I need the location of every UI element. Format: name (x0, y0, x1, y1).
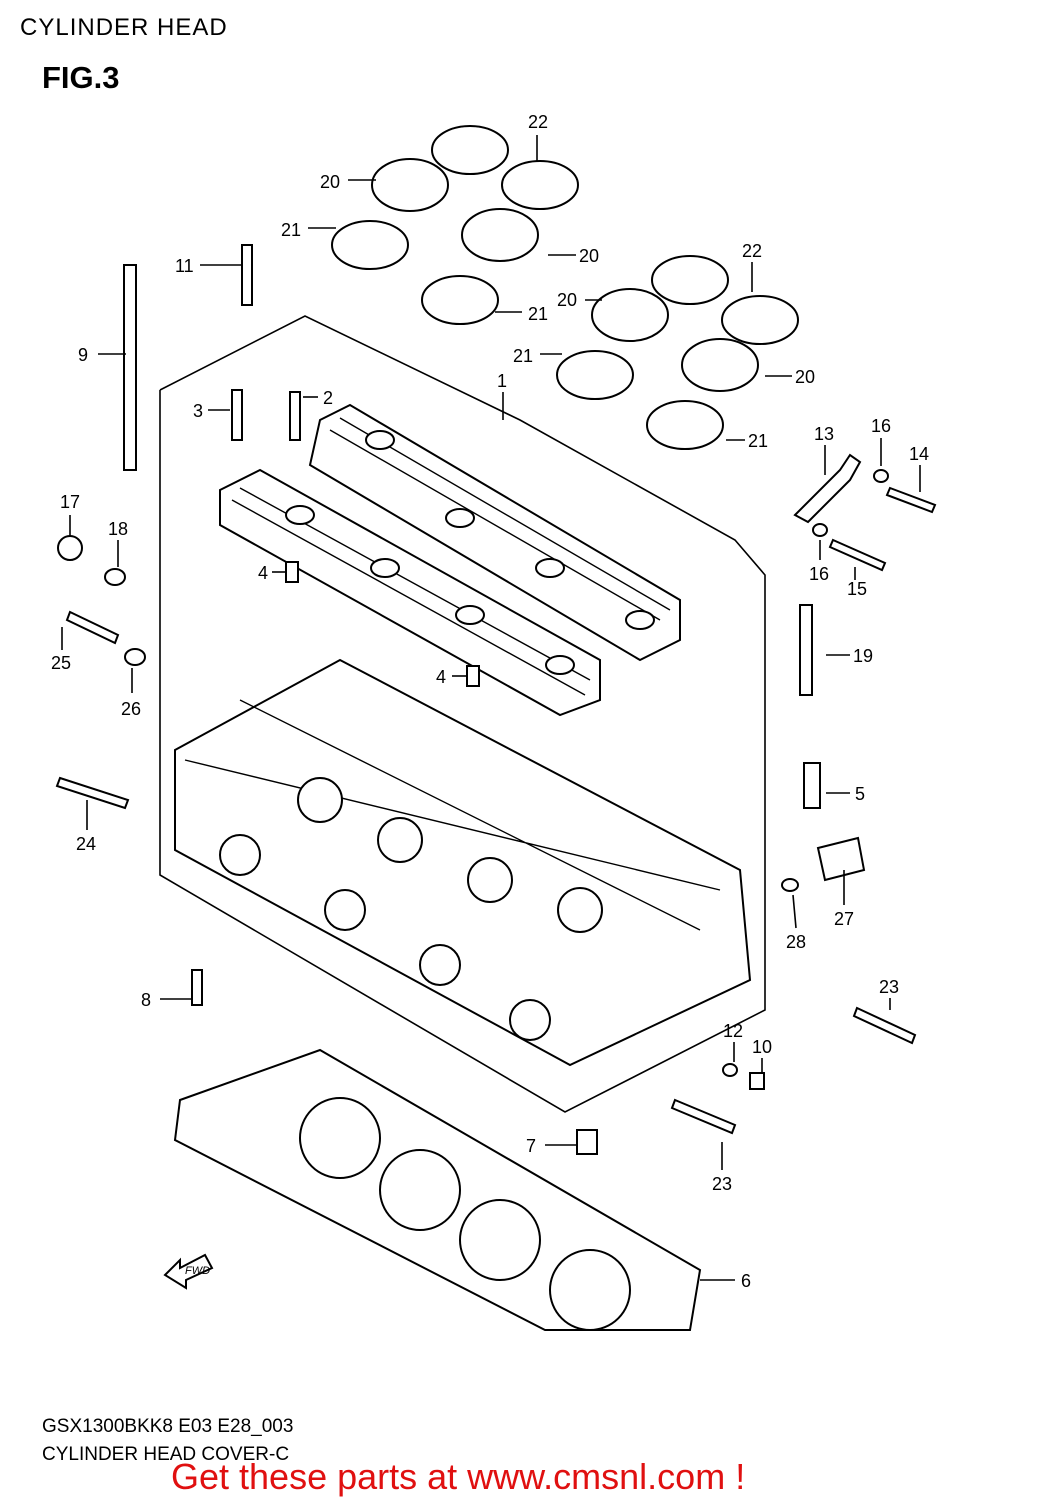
callout-15: 15 (847, 579, 867, 599)
callout-3: 3 (193, 401, 203, 421)
callouts: 22 20 21 20 21 11 22 20 21 20 21 9 1 3 2… (51, 112, 929, 1291)
assembly-outline (159, 315, 766, 1113)
callout-21: 21 (748, 431, 768, 451)
model-code: GSX1300BKK8 E03 E28_003 (42, 1416, 294, 1437)
callout-14: 14 (909, 444, 929, 464)
callout-16: 16 (809, 564, 829, 584)
callout-27: 27 (834, 909, 854, 929)
callout-12: 12 (723, 1021, 743, 1041)
callout-23: 23 (712, 1174, 732, 1194)
callout-18: 18 (108, 519, 128, 539)
callout-22: 22 (742, 241, 762, 261)
callout-20: 20 (795, 367, 815, 387)
callout-19: 19 (853, 646, 873, 666)
cylinder-head (174, 658, 752, 1067)
callout-20: 20 (557, 290, 577, 310)
callout-13: 13 (814, 424, 834, 444)
callout-23: 23 (879, 977, 899, 997)
callout-4: 4 (436, 667, 446, 687)
callout-7: 7 (526, 1136, 536, 1156)
callout-1: 1 (497, 371, 507, 391)
reference-name: CYLINDER HEAD COVER-C (42, 1444, 290, 1465)
callout-20: 20 (320, 172, 340, 192)
callout-24: 24 (76, 834, 96, 854)
callout-28: 28 (786, 932, 806, 952)
callout-11: 11 (175, 256, 194, 276)
figure-label: FIG.3 (42, 60, 120, 95)
callout-5: 5 (855, 784, 865, 804)
callout-21: 21 (281, 220, 301, 240)
callout-25: 25 (51, 653, 71, 673)
fwd-arrow-icon: FWD (163, 1253, 214, 1290)
callout-4: 4 (258, 563, 268, 583)
callout-17: 17 (60, 492, 80, 512)
callout-9: 9 (78, 345, 88, 365)
callout-2: 2 (323, 388, 333, 408)
promo-banner-link[interactable]: Get these parts at www.cmsnl.com ! (171, 1456, 746, 1497)
callout-16: 16 (871, 416, 891, 436)
fwd-label: FWD (185, 1265, 210, 1277)
callout-22: 22 (528, 112, 548, 132)
cylinder-head-gasket (173, 1048, 702, 1331)
callout-6: 6 (741, 1271, 751, 1291)
page-title: CYLINDER HEAD (20, 14, 228, 41)
small-parts (57, 453, 889, 1155)
callout-10: 10 (752, 1037, 772, 1057)
callout-21: 21 (513, 346, 533, 366)
callout-8: 8 (141, 990, 151, 1010)
callout-21: 21 (528, 304, 548, 324)
bolts (55, 244, 937, 1135)
callout-20: 20 (579, 246, 599, 266)
cylinder-head-cover (219, 403, 681, 717)
intake-boots (331, 125, 799, 450)
leader-lines (61, 135, 921, 1281)
callout-26: 26 (121, 699, 141, 719)
